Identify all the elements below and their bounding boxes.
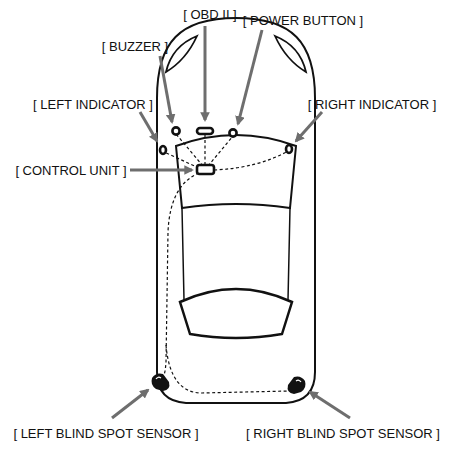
roof-line [182, 208, 290, 300]
leader-arrows [112, 26, 350, 418]
part-label: [ LEFT INDICATOR ] [33, 97, 153, 112]
indicator-symbol [160, 146, 166, 154]
headlight [275, 36, 306, 72]
car-body [157, 18, 315, 403]
part-label: [ RIGHT INDICATOR ] [308, 97, 437, 112]
power-button-symbol [229, 129, 236, 136]
part-label: [ POWER BUTTON ] [243, 13, 363, 28]
wiring [161, 134, 297, 393]
part-label: [ RIGHT BLIND SPOT SENSOR ] [246, 426, 440, 441]
buzzer-symbol [172, 127, 179, 134]
control-unit-symbol [197, 165, 214, 174]
part-label: [ BUZZER ] [102, 39, 168, 54]
sensor-highlight [296, 380, 301, 382]
part-label: [ CONTROL UNIT ] [15, 163, 126, 178]
headlight [166, 36, 197, 72]
indicator-symbol [286, 145, 292, 153]
part-label: [ LEFT BLIND SPOT SENSOR ] [13, 426, 198, 441]
part-label: [ OBD II ] [183, 7, 236, 22]
sensor-symbol [152, 374, 170, 392]
rear-window [180, 289, 292, 338]
sensor-symbol [288, 377, 306, 395]
obd-port-symbol [197, 128, 213, 134]
windshield [176, 135, 296, 208]
sensor-highlight [156, 377, 161, 379]
